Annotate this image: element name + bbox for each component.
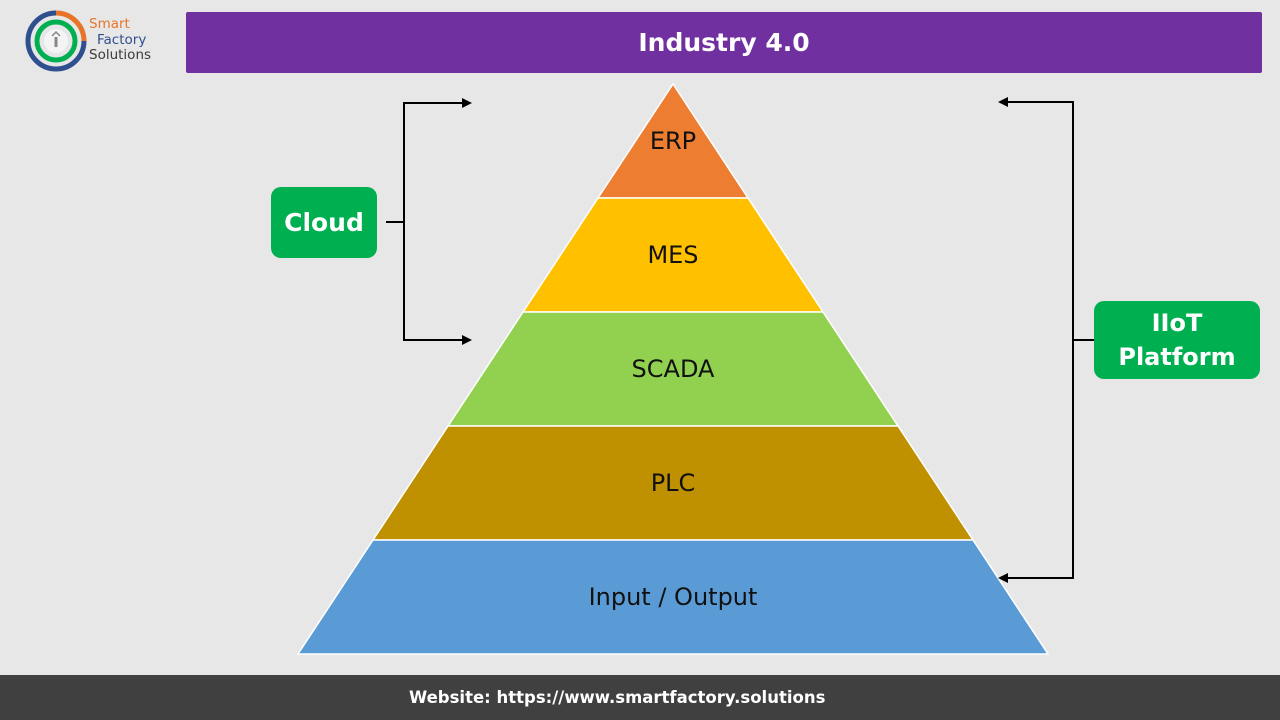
logo-text-line1: Smart [89, 16, 130, 32]
page-title-bar: Industry 4.0 [186, 12, 1262, 73]
cloud-badge: Cloud [271, 187, 377, 258]
arrow-left-icon [998, 573, 1008, 583]
iiot-label-line2: Platform [1118, 343, 1236, 371]
logo-rings-icon [25, 10, 87, 72]
pyramid-diagram: ERP MES SCADA PLC Input / Output [296, 82, 1094, 655]
pyramid-layer-input-output [296, 539, 1050, 655]
arrow-right-icon [462, 335, 472, 345]
arrow-right-icon [462, 98, 472, 108]
footer-website[interactable]: Website: https://www.smartfactory.soluti… [409, 688, 826, 707]
iiot-platform-badge: IIoT Platform [1094, 301, 1260, 379]
company-logo: Smart Factory Solutions [24, 10, 174, 72]
logo-text-line2: Factory [97, 31, 147, 48]
pyramid-layer-label: Input / Output [589, 583, 758, 611]
pyramid-layer-label: MES [647, 241, 698, 269]
cloud-label: Cloud [284, 208, 364, 237]
cloud-bracket [386, 98, 472, 345]
arrow-left-icon [998, 97, 1008, 107]
page-title: Industry 4.0 [638, 28, 810, 57]
footer-bar: Website: https://www.smartfactory.soluti… [0, 675, 1280, 720]
logo-text-line3: Solutions [89, 47, 152, 63]
pyramid-layer-label: PLC [651, 469, 696, 497]
pyramid-layer-label: ERP [650, 127, 696, 155]
iiot-label-line1: IIoT [1151, 309, 1203, 337]
pyramid-layer-label: SCADA [632, 355, 715, 383]
iiot-bracket [998, 97, 1094, 583]
